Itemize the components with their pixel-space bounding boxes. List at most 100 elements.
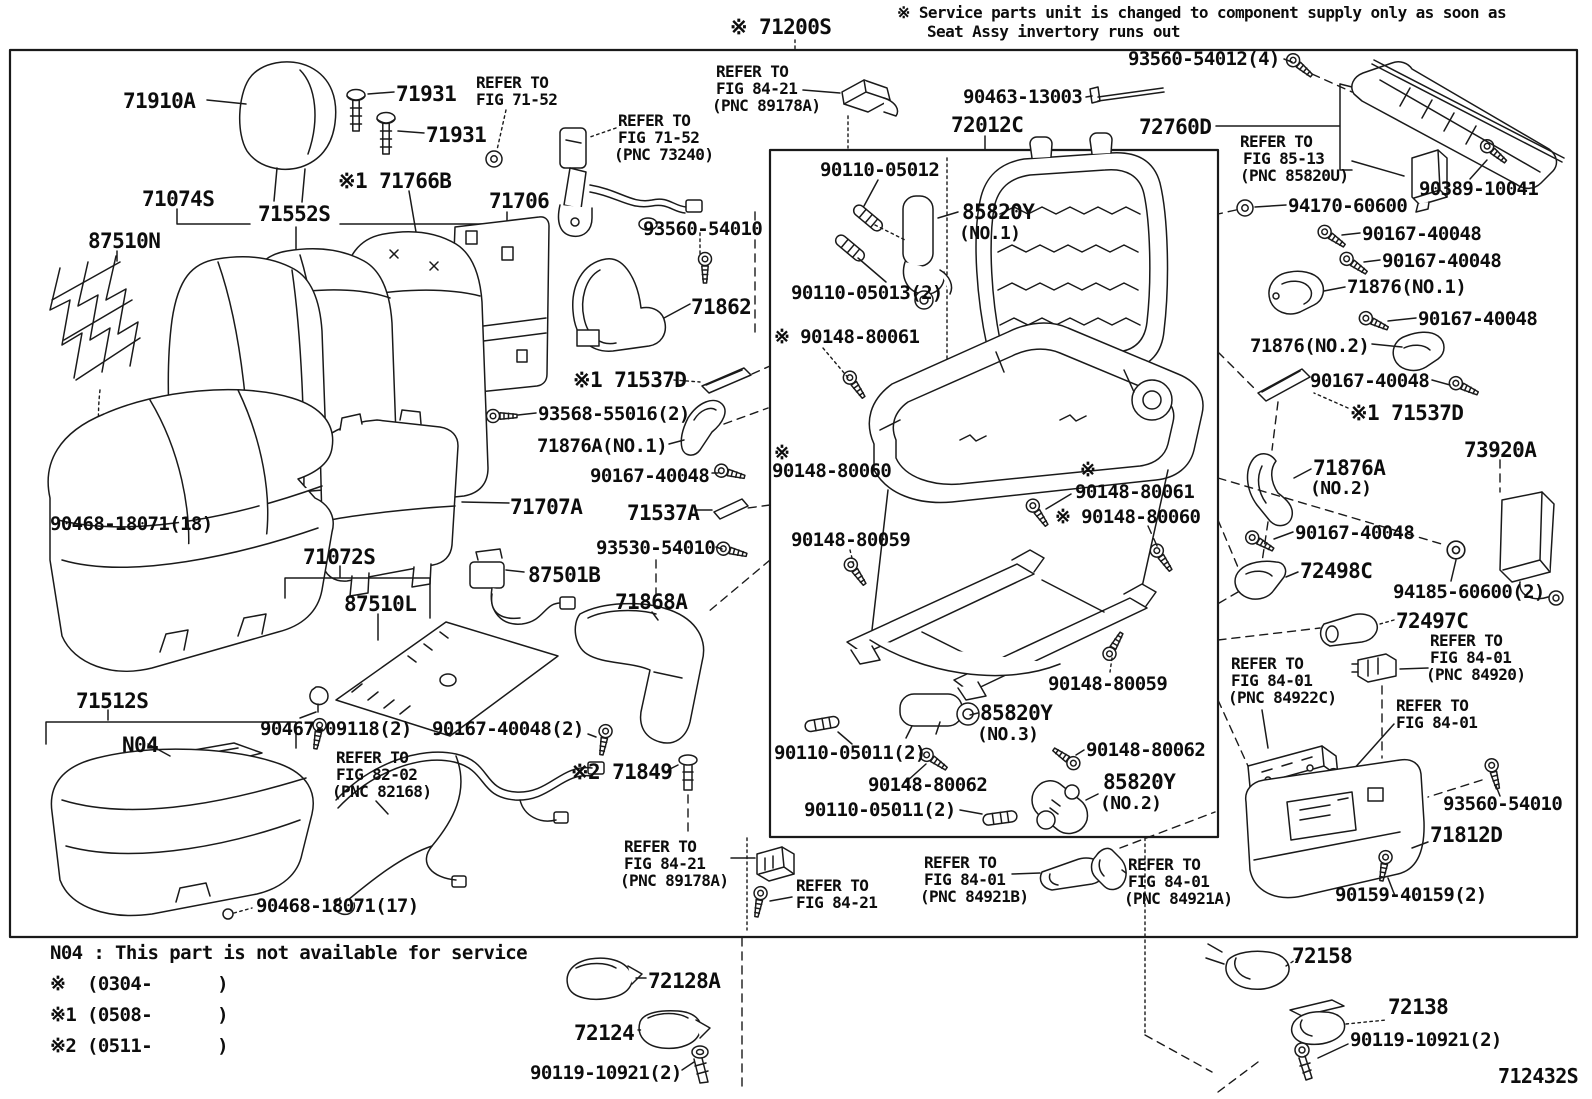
bracket-71876A-no2-drawing [1246,453,1294,527]
part-label: (PNC 85820U) [1240,166,1349,185]
part-label: FIG 85-13 [1243,149,1325,168]
bolt-90119-center [691,1045,709,1084]
part-label: ※1 71766B [338,169,452,193]
part-label: 90110-05012 [820,159,940,181]
part-label: REFER TO [1430,631,1503,650]
part-label: 90148-80060 [772,460,892,482]
part-label: 90148-80062 [1086,739,1206,761]
part-label: 90148-80061 [1075,481,1195,503]
part-label: (NO.3) [977,724,1039,745]
part-label: 72138 [1388,995,1449,1019]
recliner-cover-drawing [572,258,667,352]
part-label: FIG 84-21 [796,893,878,912]
part-label: 94185-60600(2) [1393,581,1545,603]
part-label: 73920A [1464,438,1537,462]
assembly-code: ※ 71200S [730,15,832,39]
seat-rails-drawing [846,549,1157,701]
airbag-sensor-drawing [1499,491,1564,606]
part-label: 71876(NO.2) [1250,335,1370,357]
hinge-cover-no1-drawing [1268,270,1325,315]
part-label: REFER TO [476,73,549,92]
part-label: 90110-05011(2) [804,799,956,821]
part-label: 87510N [88,229,161,253]
part-label: REFER TO [1240,132,1313,151]
lower-cushion-drawing [50,748,314,917]
part-label: 72012C [951,113,1024,137]
part-label: 90119-10921(2) [1350,1029,1502,1051]
part-label: 71862 [691,295,752,319]
part-label: 90119-10921(2) [530,1062,682,1084]
part-label: 85820Y [962,200,1035,224]
part-label: (PNC 84922C) [1228,688,1337,707]
wiring-harness-drawing [334,751,605,916]
connector-drawing [841,79,899,117]
part-label: FIG 84-21 [716,79,798,98]
clip-72124-drawing [638,1010,711,1050]
part-label: 71707A [510,495,583,519]
part-label: 93560-54012(4) [1128,48,1280,70]
part-label: 71931 [396,82,457,106]
bolt-90119-right [1294,1042,1313,1081]
part-label: 90159-40159(2) [1335,884,1487,906]
connector-bottom-drawing [756,846,795,882]
part-label: 71072S [303,545,376,569]
backboard-drawing [319,409,459,597]
part-label: FIG 84-01 [1128,872,1210,891]
part-label: 72128A [648,969,721,993]
cable-pin-drawing [1085,86,1165,104]
part-label: 90463-13003 [963,86,1083,108]
part-label: 90167-40048 [1418,308,1538,330]
part-label: 71876(NO.1) [1347,276,1467,298]
trim-strip-right-drawing [1257,368,1311,402]
part-label: FIG 71-52 [476,90,558,109]
part-label: ※2 71849 [571,760,673,784]
part-label: (NO.2) [1310,478,1372,499]
wire-87501B-drawing [469,548,576,625]
part-label: 90167-40048(2) [432,718,584,740]
outer-border [8,48,1579,939]
part-label: 90110-05013(2) [791,282,943,304]
part-label: REFER TO [1396,696,1469,715]
part-label: 71812D [1430,823,1503,847]
footnote-availability: N04 : This part is not available for ser… [50,942,528,964]
part-label: 71552S [258,202,331,226]
part-label: 72158 [1292,944,1353,968]
motor-no3-drawing [899,693,980,739]
cover-72158-drawing [1205,943,1290,990]
part-label: FIG 84-21 [624,854,706,873]
part-label: (NO.2) [1100,793,1162,814]
part-label: 87501B [528,563,601,587]
part-label: REFER TO [624,837,697,856]
part-label: 90110-05011(2) [774,742,926,764]
grommet [485,150,503,168]
clip-72128A-drawing [566,957,643,1000]
part-label: 90167-40048 [590,465,710,487]
footnote-mark-1: ※1 (0508- ) [50,1004,229,1026]
part-label: (PNC 84920) [1426,665,1526,684]
part-label: ※ [1080,459,1096,481]
headrest-drawing [206,61,337,203]
part-label: 71074S [142,187,215,211]
part-label: 72760D [1139,115,1212,139]
hinge-cover-no2-drawing [1392,331,1445,372]
part-label: 87510L [344,592,417,616]
part-label: 93560-54010 [1443,793,1563,815]
part-label: ※1 71537D [1350,401,1464,425]
clip-90467 [309,686,329,713]
drawing-number: 712432S [1498,1064,1579,1088]
seat-switch-drawing [1351,653,1397,683]
footnote-mark-base: ※ (0304- ) [50,973,229,995]
part-label: FIG 84-01 [924,870,1006,889]
part-label: ※ [774,442,790,464]
part-label: 72497C [1396,609,1469,633]
part-label: (PNC 89178A) [712,96,821,115]
part-label: REFER TO [924,853,997,872]
motor-module-drawing [1411,149,1448,213]
part-label: 93568-55016(2) [538,403,690,425]
part-label: ※ 90148-80060 [1055,506,1201,528]
seat-valance-drawing [1244,758,1425,899]
switch-knob-drawing [1090,847,1127,891]
bracket-72498C-drawing [1234,560,1287,600]
